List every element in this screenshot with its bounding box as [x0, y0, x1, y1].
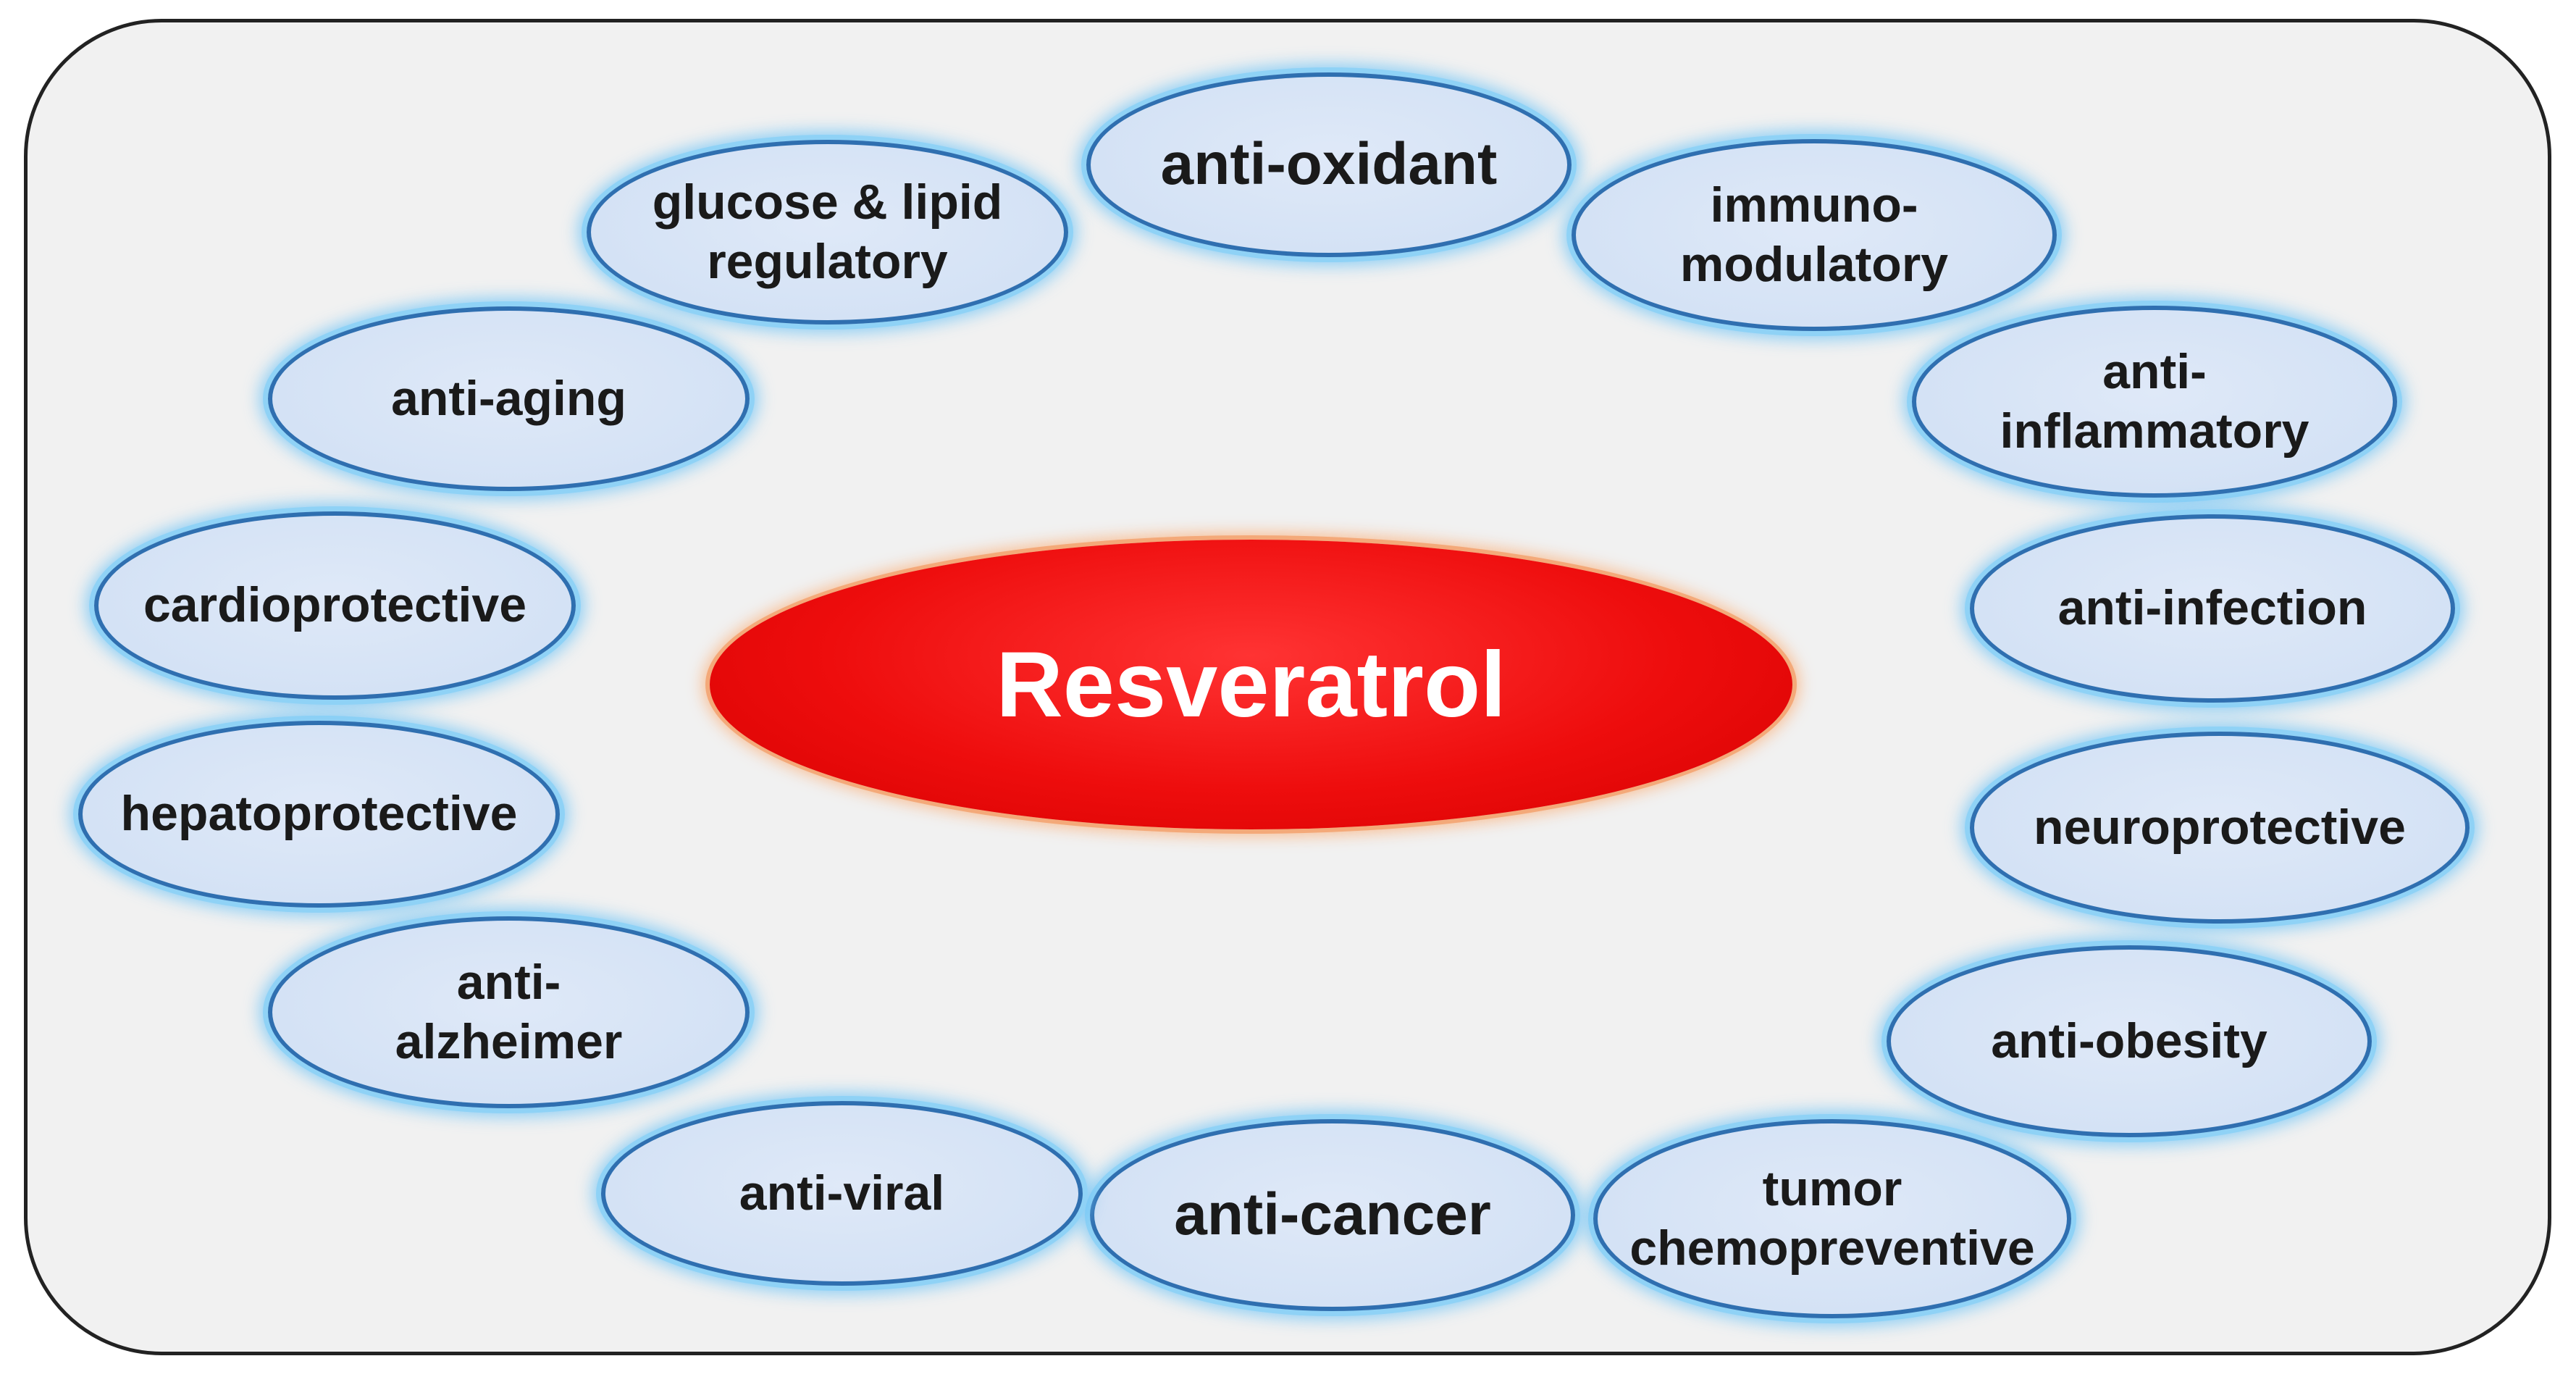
node-anti-aging: anti-aging	[268, 306, 750, 491]
node-label: anti-aging	[391, 370, 626, 426]
node-label-line-1: anti-	[456, 954, 561, 1010]
node-label: hepatoprotective	[120, 786, 518, 842]
node-hepatoprotective: hepatoprotective	[78, 721, 560, 908]
node-label: anti-cancer	[1174, 1181, 1491, 1248]
node-cardioprotective: cardioprotective	[94, 511, 576, 700]
center-node-resveratrol: Resveratrol	[710, 540, 1792, 829]
node-label-line-1: tumor	[1762, 1160, 1902, 1216]
node-label-line-1: immuno-	[1710, 177, 1918, 233]
node-label: anti-viral	[739, 1165, 945, 1221]
node-anti-obesity: anti-obesity	[1887, 945, 2372, 1137]
node-anti-alzheimer: anti- alzheimer	[268, 916, 750, 1108]
node-label-line-1: anti-	[2102, 343, 2207, 399]
node-glucose-lipid-regulatory: glucose & lipid regulatory	[587, 140, 1068, 325]
node-label: anti-oxidant	[1160, 131, 1498, 198]
node-anti-viral: anti-viral	[601, 1101, 1083, 1286]
node-label: cardioprotective	[143, 577, 527, 633]
node-label-line-2: alzheimer	[395, 1013, 623, 1069]
node-anti-inflammatory: anti- inflammatory	[1912, 306, 2397, 498]
node-tumor-chemopreventive: tumor chemopreventive	[1593, 1119, 2071, 1318]
node-label: neuroprotective	[2034, 799, 2406, 855]
node-immunomodulatory: immuno- modulatory	[1572, 139, 2057, 331]
node-anti-infection: anti-infection	[1970, 514, 2455, 703]
node-anti-oxidant: anti-oxidant	[1086, 72, 1572, 257]
center-label: Resveratrol	[996, 632, 1506, 737]
node-anti-cancer: anti-cancer	[1090, 1119, 1575, 1311]
node-label-line-2: inflammatory	[2000, 403, 2309, 459]
node-label: anti-infection	[2057, 580, 2367, 636]
node-label-line-2: modulatory	[1679, 236, 1949, 292]
node-label-line-1: glucose & lipid	[652, 174, 1003, 230]
node-label-line-2: chemopreventive	[1629, 1220, 2035, 1276]
node-label-line-2: regulatory	[707, 233, 948, 289]
node-neuroprotective: neuroprotective	[1970, 732, 2470, 924]
node-label: anti-obesity	[1991, 1013, 2267, 1068]
